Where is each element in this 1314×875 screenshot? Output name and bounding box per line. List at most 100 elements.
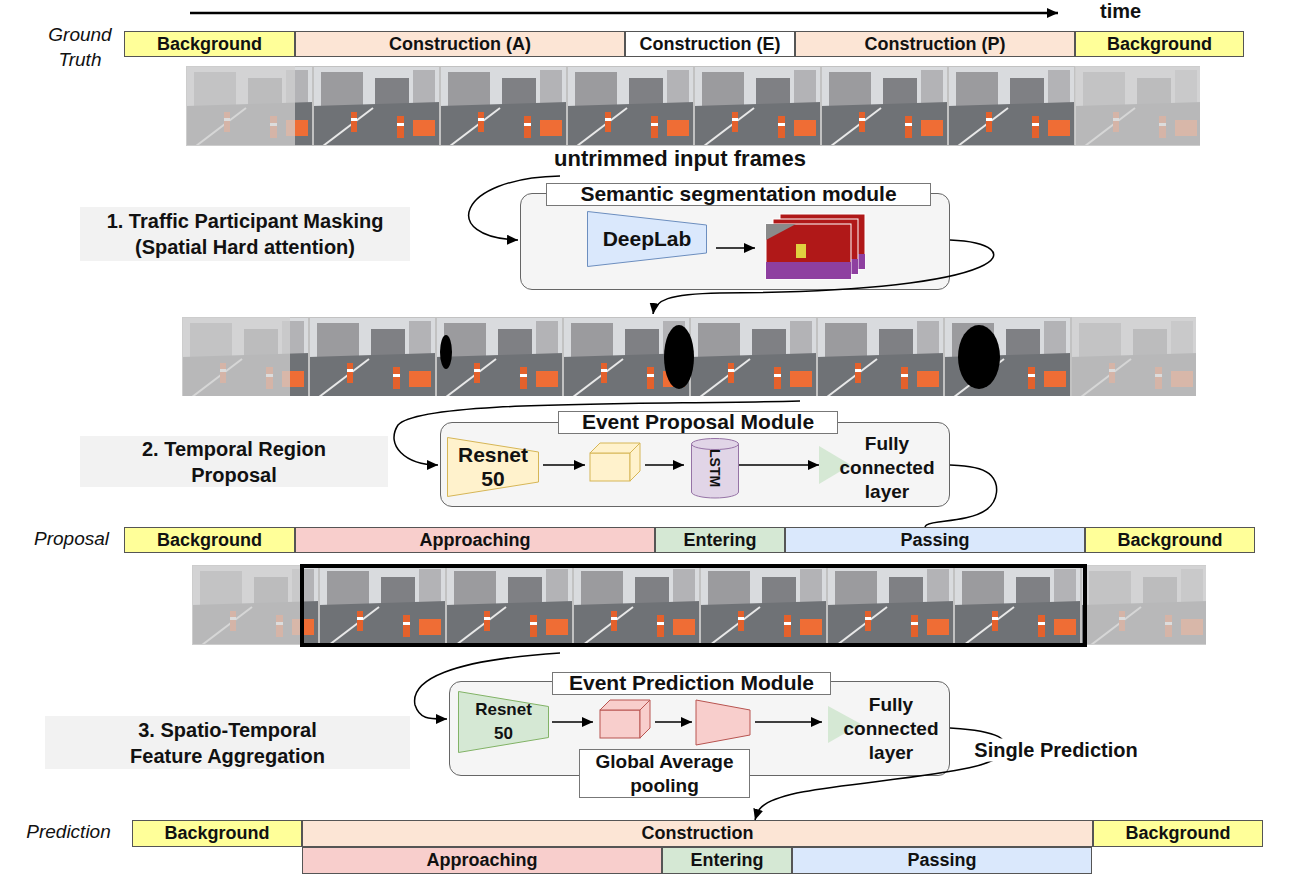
flow-arrow — [653, 240, 994, 314]
cube-face — [600, 710, 640, 738]
proposal-window — [302, 566, 1085, 645]
node-text: Background — [157, 34, 262, 55]
flow-arrow — [415, 653, 560, 719]
cylinder-body — [692, 444, 739, 498]
module-box: Resnet 50LSTMFully connected layerEvent … — [440, 422, 950, 507]
background-frames — [192, 565, 301, 645]
node-text: Fully connected layer — [841, 693, 941, 765]
node-text: Background — [1107, 34, 1212, 55]
segmentation-map — [766, 224, 851, 279]
flow-arrow — [645, 464, 684, 466]
node-text: 2. Temporal Region Proposal — [114, 436, 354, 488]
node-text: Construction (P) — [865, 34, 1006, 55]
feature-cube — [590, 443, 640, 481]
segmentation-road — [780, 254, 865, 269]
sub-event-segment: Approaching — [302, 847, 662, 874]
participant-mask — [440, 335, 452, 369]
node-text: Fully connected layer — [837, 432, 937, 504]
background-frames — [186, 66, 295, 146]
segmentation-map-bg — [773, 219, 858, 274]
flow-arrow — [755, 721, 822, 723]
cube-face — [590, 443, 640, 453]
event-segment: Approaching — [295, 527, 655, 553]
node-text: Passing — [900, 530, 969, 551]
cube-face — [600, 700, 650, 710]
node-text: Resnet 50 — [454, 443, 532, 491]
segmentation-road — [773, 259, 858, 274]
node-text: Construction (E) — [640, 34, 781, 55]
background-frames — [182, 317, 290, 396]
flow-arrow — [394, 401, 800, 465]
background-segment: Background — [1085, 527, 1255, 553]
segmentation-map-bg — [766, 224, 851, 279]
node-text: LSTM — [707, 449, 723, 487]
node-text: Approaching — [427, 850, 538, 871]
axis-label: time — [1100, 0, 1170, 23]
trapezoid-outline — [459, 692, 549, 753]
network-block: DeepLab — [587, 211, 707, 267]
background-frames — [1085, 565, 1206, 645]
event-segment: Construction — [302, 820, 1093, 847]
flow-arrow — [469, 176, 560, 240]
background-frames — [1072, 317, 1196, 396]
edge-label: Single Prediction — [972, 739, 1139, 762]
background-segment: Background — [124, 31, 295, 57]
video-frames — [186, 66, 1200, 146]
network-block: Resnet 50 — [458, 691, 549, 753]
connector-arrow — [925, 465, 997, 527]
node-text: Entering — [683, 530, 756, 551]
flow-arrow — [716, 247, 755, 249]
event-segment: Construction (E) — [625, 31, 795, 57]
background-segment: Background — [132, 820, 302, 847]
fc-layer: Fully connected layer — [828, 691, 948, 763]
node-text: Background — [157, 530, 262, 551]
node-text: 1. Traffic Participant Masking (Spatial … — [80, 208, 410, 260]
node-text: Background — [1117, 530, 1222, 551]
pooling-trapezoid — [696, 700, 750, 745]
flow-arrow — [543, 464, 585, 466]
frame-strip — [186, 66, 1200, 146]
segmentation-object — [796, 244, 806, 258]
module-box: DeepLabSemantic segmentation module — [520, 193, 950, 290]
node-text: Entering — [690, 850, 763, 871]
row-label: Prediction — [16, 821, 121, 843]
node-text: Background — [1125, 823, 1230, 844]
feature-cube — [600, 700, 650, 738]
trapezoid-outline — [588, 212, 707, 267]
background-frames — [1075, 66, 1200, 146]
proposal-frame-strip — [192, 565, 1206, 645]
step-label: 1. Traffic Participant Masking (Spatial … — [80, 207, 410, 261]
connector-arrow — [755, 728, 1007, 820]
module-title: Event Prediction Module — [552, 672, 831, 695]
background-segment: Background — [1093, 820, 1263, 847]
cube-face — [640, 700, 650, 738]
background-segment: Background — [1075, 31, 1244, 57]
strip-caption: untrimmed input frames — [480, 146, 880, 172]
step-label: 2. Temporal Region Proposal — [80, 436, 388, 487]
cube-face — [630, 443, 640, 481]
segmentation-road — [766, 262, 851, 279]
event-segment: Construction (A) — [295, 31, 625, 57]
row-label: Ground Truth — [40, 22, 120, 72]
participant-mask — [664, 325, 694, 389]
segmentation-map-bg — [780, 214, 865, 269]
trapezoid-outline — [448, 438, 539, 497]
module-title: Semantic segmentation module — [546, 183, 931, 206]
participant-mask — [958, 325, 1000, 389]
fc-layer: Fully connected layer — [819, 431, 944, 501]
time-arrow — [190, 12, 1058, 15]
lstm-cylinder: LSTM — [691, 438, 739, 498]
segmentation-map — [780, 214, 865, 269]
node-text: Construction — [642, 823, 754, 844]
sub-event-segment: Passing — [792, 847, 1092, 874]
masked-frame-strip — [182, 317, 1196, 396]
node-text: Background — [164, 823, 269, 844]
video-frames — [192, 565, 1206, 645]
segmentation-sky — [766, 224, 796, 240]
node-text: 3. Spatio-Temporal Feature Aggregation — [103, 717, 353, 769]
flow-arrow — [552, 721, 593, 723]
module-title: Event Proposal Module — [558, 411, 838, 434]
network-block: Resnet 50 — [447, 437, 539, 497]
